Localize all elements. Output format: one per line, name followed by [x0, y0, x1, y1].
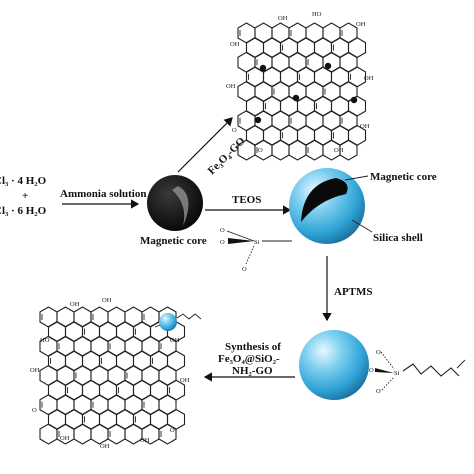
magnetic-core-sphere [147, 175, 203, 231]
svg-text:O: O [220, 239, 225, 246]
svg-text:OH: OH [230, 41, 240, 48]
svg-text:HO: HO [312, 11, 322, 18]
svg-text:OH: OH [60, 435, 70, 442]
svg-text:O: O [376, 349, 381, 356]
svg-text:O: O [258, 147, 263, 154]
teos-molecule: Si O O O [220, 227, 292, 273]
reagent-fecl3: Cl₃ · 4 H₂O [0, 175, 47, 187]
svg-text:OH: OH [360, 123, 370, 130]
svg-text:OH: OH [102, 297, 112, 304]
svg-text:OH: OH [180, 377, 190, 384]
label-fe3o4-go: Fe₃O₄-GO [206, 135, 248, 177]
svg-text:OH: OH [140, 437, 150, 444]
label-synthesis-2: Fe₃O₄@SiO₂- [218, 353, 280, 365]
fe3o4-go-sheet: OH OH HO OH OH OH O OH O OH [226, 11, 374, 161]
svg-text:OH: OH [170, 337, 180, 344]
svg-text:Si: Si [394, 370, 400, 377]
label-aptms: APTMS [334, 286, 373, 298]
svg-text:OH: OH [70, 301, 80, 308]
svg-text:OH: OH [100, 443, 110, 450]
svg-text:O: O [376, 388, 381, 395]
svg-text:OH: OH [278, 15, 288, 22]
label-ammonia: Ammonia solution [60, 188, 147, 200]
svg-text:O: O [170, 427, 175, 434]
reagent-fecl2: Cl₃ · 6 H₂O [0, 205, 47, 217]
svg-text:O: O [220, 227, 225, 234]
svg-text:O: O [242, 266, 247, 273]
svg-text:OH: OH [334, 147, 344, 154]
reagents: Cl₃ · 4 H₂O + Cl₃ · 6 H₂O [0, 175, 47, 217]
svg-text:HO: HO [40, 337, 50, 344]
svg-text:Si: Si [254, 239, 260, 246]
svg-text:O: O [232, 127, 237, 134]
aptms-functionalized-sphere: O O O Si [299, 330, 466, 400]
attached-sphere [154, 313, 202, 331]
reagent-plus: + [22, 190, 28, 202]
svg-text:O: O [369, 367, 374, 374]
svg-text:OH: OH [356, 21, 366, 28]
svg-text:OH: OH [30, 367, 40, 374]
label-teos: TEOS [232, 194, 261, 206]
arrow-fe3o4-go [177, 117, 233, 173]
label-magnetic-core-2: Magnetic core [370, 171, 437, 183]
silica-shell-sphere [289, 168, 365, 244]
svg-text:OH: OH [226, 83, 236, 90]
fe3o4-sio2-nh2-go-sheet: OH OH HO OH OH OH O OH OH OH O [30, 297, 190, 450]
label-magnetic-core: Magnetic core [140, 235, 207, 247]
svg-text:OH: OH [364, 75, 374, 82]
label-synthesis-1: Synthesis of [225, 341, 281, 353]
label-silica-shell: Silica shell [373, 232, 423, 244]
label-synthesis-3: NH₂-GO [232, 365, 273, 377]
svg-text:O: O [32, 407, 37, 414]
